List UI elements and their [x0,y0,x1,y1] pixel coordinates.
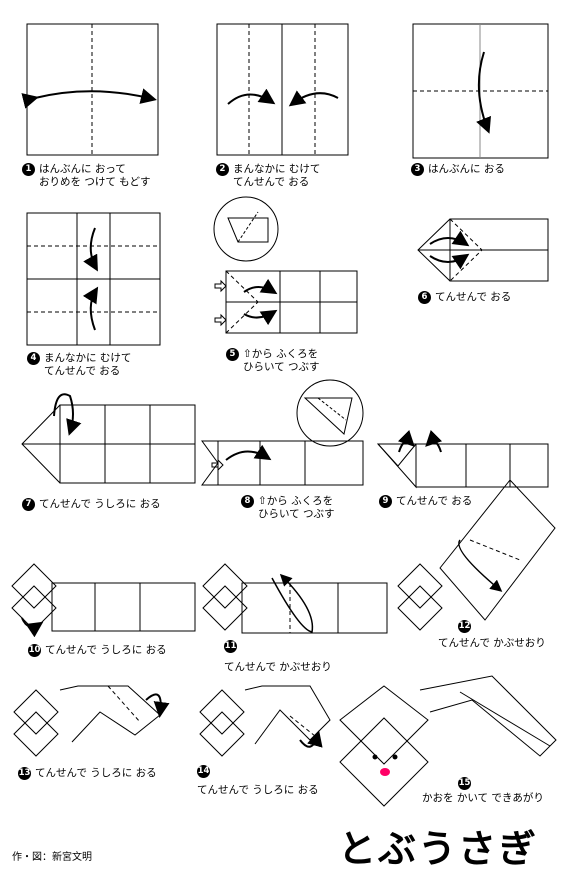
page-title: とぶうさぎ [338,827,539,871]
step-15-figure [339,675,557,807]
step-6-figure [417,218,549,282]
step-8-figure [201,379,364,486]
step-8-label: 8⇧から ふくろを ひらいて つぶす [241,495,335,521]
rabbit-nose [380,768,390,776]
step-10-figure [11,563,196,638]
step-14-figure [199,685,331,757]
step-11-label: 11 てんせんで かぶせおり [224,640,332,673]
step-3-figure [412,23,549,159]
step-7-figure [21,393,196,484]
step-4-figure [26,212,161,346]
step-12-figure [397,479,556,631]
step-number: 1 [22,163,35,176]
step-11-figure [202,563,388,634]
step-1-figure [21,23,159,156]
credit: 作・図：新宮文明 [12,852,92,863]
step-13-figure [13,685,170,757]
step-5-label: 5⇧から ふくろを ひらいて つぶす [226,348,320,374]
step-5-figure [213,196,358,334]
step-2-figure [216,23,349,156]
step-14-label: 14 てんせんで うしろに おる [197,765,319,796]
step-12-label: 12 てんせんで かぶせおり [438,620,546,649]
step-9-figure [376,429,549,489]
step-15-label: 15 かおを かいて できあがり [422,777,544,804]
